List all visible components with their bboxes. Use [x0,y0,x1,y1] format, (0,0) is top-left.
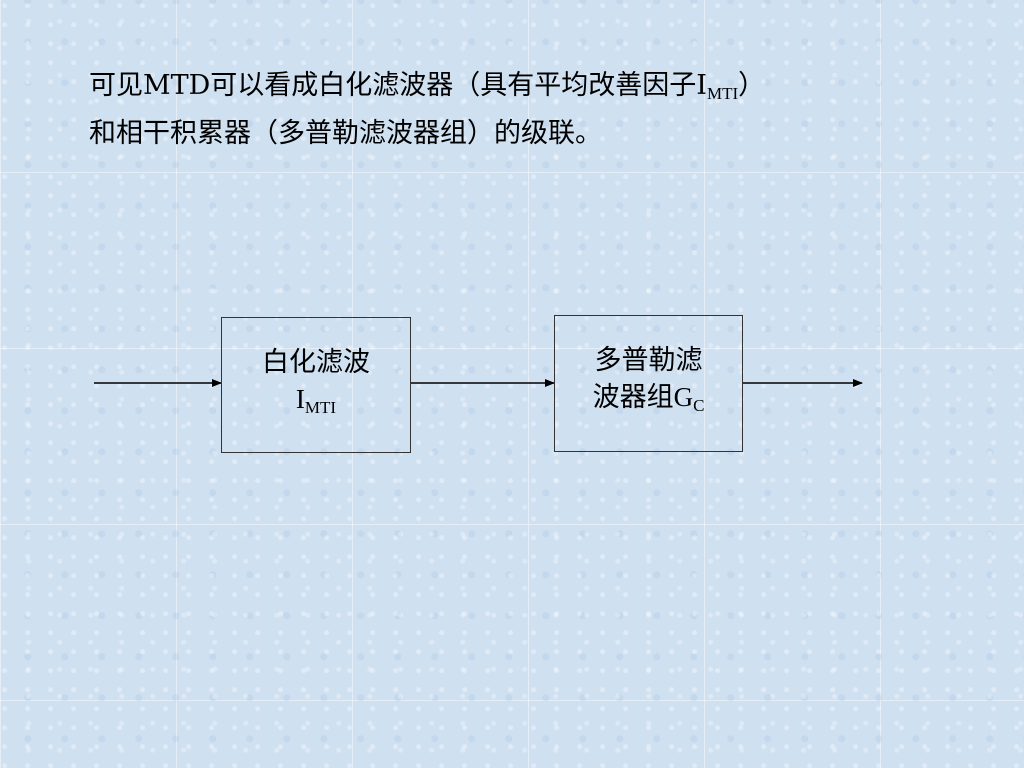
whitening-filter-symbol: IMTI [296,381,336,426]
doppler-symbol-subscript: C [693,396,705,415]
whitening-symbol-main: I [295,383,305,414]
intro-line1-end: ） [738,70,766,101]
doppler-filter-label-line1: 多普勒滤 [594,345,703,376]
intro-text: 可见MTD可以看成白化滤波器（具有平均改善因子IMTI） 和相干积累器（多普勒滤波… [89,66,949,154]
intro-line1-subscript: MTI [706,84,739,103]
doppler-symbol-main: G [673,382,694,412]
whitening-symbol-subscript: MTI [304,397,337,417]
intro-line2: 和相干积累器（多普勒滤波器组）的级联。 [89,118,602,149]
doppler-filter-label-line2: 波器组GC [593,379,705,424]
whitening-filter-label: 白化滤波 [262,346,370,378]
doppler-filter-bank-block: 多普勒滤 波器组GC [554,315,743,452]
doppler-label-text: 波器组 [592,382,674,413]
intro-line1: 可见MTD可以看成白化滤波器（具有平均改善因子I [89,70,707,101]
whitening-filter-block: 白化滤波 IMTI [221,317,411,453]
